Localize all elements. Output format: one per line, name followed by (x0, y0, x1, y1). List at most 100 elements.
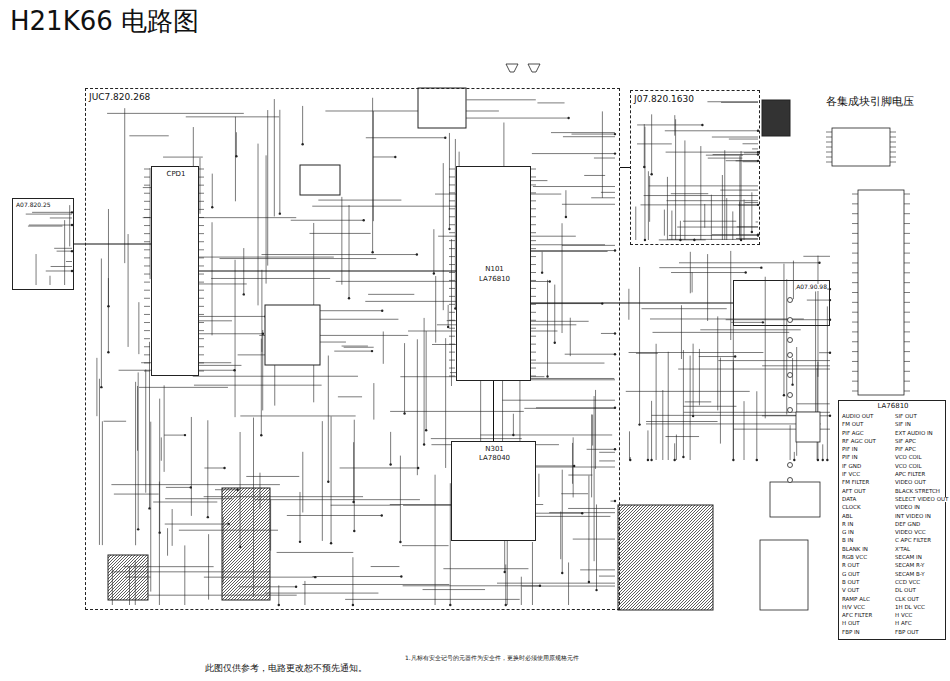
pin-stub (449, 368, 455, 369)
pin-stub (449, 256, 455, 257)
pin-stub (144, 241, 150, 242)
pin-name: RF AGC OUT (842, 439, 876, 445)
pin-stub (449, 200, 455, 201)
junction-dot (400, 575, 402, 577)
memory-ic (265, 305, 320, 365)
wire (373, 383, 374, 420)
pin-stub (904, 341, 910, 342)
pin-stub (852, 203, 858, 204)
pin-stub (449, 304, 455, 305)
pin-name: VIDEO IN (895, 505, 920, 511)
junction-dot (614, 353, 616, 355)
tuner-block (300, 165, 340, 195)
pin-name: B IN (842, 538, 853, 544)
wire (626, 391, 750, 392)
wire (644, 124, 645, 167)
pin-stub (852, 391, 858, 392)
wire (671, 193, 708, 194)
ic-pin-table: LA76810AUDIO OUTFM OUTPIF AGCRF AGC OUTP… (838, 400, 946, 640)
wire (718, 360, 830, 361)
pin-stub (144, 217, 150, 218)
junction-dot (107, 351, 109, 353)
wire (752, 148, 758, 149)
wire (640, 204, 758, 205)
part-label: JUC7.820.268 (89, 92, 150, 102)
pin-name: SECAM R-Y (895, 563, 924, 569)
junction-dot (644, 239, 646, 241)
wire (334, 351, 372, 352)
wire (712, 234, 758, 235)
wire (717, 316, 718, 410)
pin-name: SIF OUT (895, 414, 917, 420)
wire (792, 358, 793, 385)
junction-dot (643, 166, 645, 168)
junction-dot (541, 271, 543, 273)
wire (756, 391, 757, 460)
wire (685, 401, 712, 402)
pin-stub (890, 137, 896, 138)
wire (726, 160, 758, 161)
speaker-symbol (506, 64, 518, 72)
wire (354, 420, 355, 531)
vertical-output-ic: N301LA78040 (451, 441, 536, 541)
wire (602, 111, 603, 197)
wire (431, 438, 522, 439)
wire (107, 113, 244, 114)
wire (266, 155, 267, 283)
wire (588, 476, 589, 582)
wire (101, 259, 102, 388)
wire (707, 101, 758, 102)
pin-stub (449, 336, 455, 337)
wire (803, 256, 830, 257)
wire (349, 205, 350, 298)
wire (204, 468, 224, 469)
wire (639, 267, 640, 425)
pin-stub (852, 282, 858, 283)
wire (711, 195, 712, 240)
wire (102, 421, 103, 545)
wire (435, 276, 436, 343)
pin-name: FBP OUT (895, 630, 919, 636)
av-jack (788, 478, 793, 483)
pin-stub (852, 243, 858, 244)
wire (36, 254, 37, 285)
wire (184, 545, 185, 605)
wire (523, 467, 615, 468)
wire (445, 338, 446, 468)
junction-dot (595, 589, 597, 591)
junction-dot (207, 516, 209, 518)
pin-stub (144, 346, 150, 347)
junction-dot (539, 585, 541, 587)
wire (819, 352, 830, 353)
wire (659, 267, 761, 268)
wire (32, 212, 72, 213)
junction-dot (433, 272, 435, 274)
wire (291, 220, 364, 221)
wire (193, 376, 358, 377)
wire (554, 285, 555, 343)
pin-stub (904, 243, 910, 244)
ic-outline (770, 482, 820, 517)
wire (547, 280, 548, 377)
wire (235, 117, 236, 202)
junction-dot (233, 369, 235, 371)
junction-dot (403, 412, 405, 414)
wire (371, 566, 400, 567)
pin-stub (904, 351, 910, 352)
wire (817, 256, 818, 377)
wire (712, 137, 758, 138)
junction-dot (363, 219, 365, 221)
junction-dot (701, 124, 703, 126)
junction-dot (614, 448, 616, 450)
wire (708, 158, 743, 159)
wire (340, 467, 419, 468)
wire (104, 421, 127, 422)
wire (373, 111, 374, 221)
wire (345, 599, 520, 600)
wire (312, 576, 401, 577)
junction-dot (71, 270, 73, 272)
wire (29, 225, 72, 226)
wire (572, 443, 573, 484)
wire (671, 272, 746, 273)
av-jack (788, 408, 793, 413)
